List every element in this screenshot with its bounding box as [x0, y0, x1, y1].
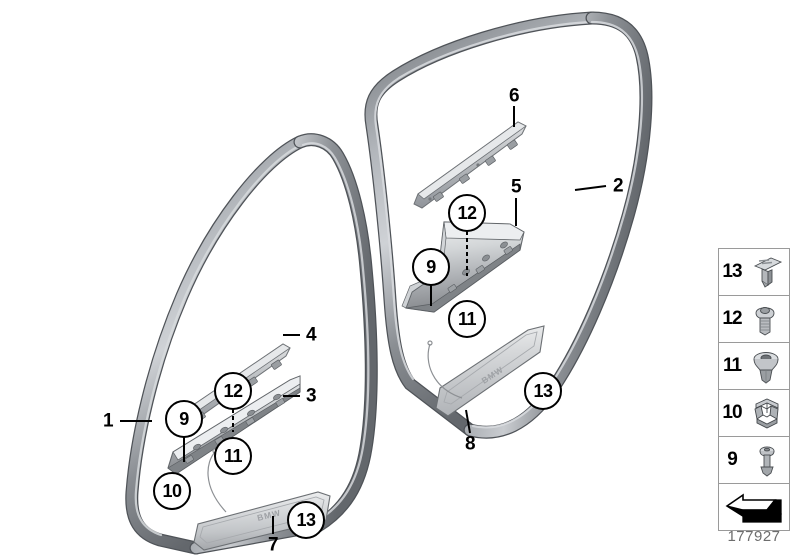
spring-clip-icon: [745, 390, 789, 436]
callout-10-front[interactable]: 10: [153, 472, 191, 510]
callout-4[interactable]: 4: [305, 324, 317, 346]
legend-number-11: 11: [722, 355, 742, 376]
expansion-nut-icon: [745, 343, 789, 389]
diagram-id-number: 177927: [727, 528, 781, 545]
callout-1[interactable]: 1: [102, 410, 114, 432]
pan-head-screw-icon: [745, 296, 789, 342]
leader-line-11-front: [207, 451, 227, 513]
legend-row-10[interactable]: 10: [719, 390, 789, 437]
leader-lines: [120, 106, 607, 534]
callout-8[interactable]: 8: [464, 433, 476, 455]
rear-sill-strip: [413, 121, 527, 209]
legend-row-12[interactable]: 12: [719, 296, 789, 343]
legend-number-13: 13: [722, 261, 742, 282]
callout-3[interactable]: 3: [305, 385, 317, 407]
callout-2[interactable]: 2: [612, 175, 624, 197]
callout-6[interactable]: 6: [508, 85, 520, 107]
flat-head-clip-icon: [745, 249, 789, 295]
front-door-seal: [125, 133, 378, 555]
legend-row-13[interactable]: 13: [719, 249, 789, 296]
legend-row-9[interactable]: 9: [719, 437, 789, 484]
callout-5[interactable]: 5: [510, 176, 522, 198]
rear-door-seal: [364, 11, 653, 439]
leader-line-11-rear: [427, 343, 463, 399]
callout-12-front[interactable]: 12: [214, 372, 252, 410]
direction-arrow-icon: [719, 484, 789, 530]
legend-number-10: 10: [722, 402, 742, 423]
callout-7[interactable]: 7: [267, 534, 279, 556]
push-rivet-icon: [745, 437, 789, 483]
legend-number-9: 9: [727, 449, 738, 470]
callout-11-front[interactable]: 11: [214, 437, 252, 475]
legend-number-12: 12: [722, 308, 742, 329]
callout-12-rear[interactable]: 12: [448, 194, 486, 232]
callout-9-front[interactable]: 9: [165, 400, 203, 438]
callout-9-rear[interactable]: 9: [412, 248, 450, 286]
legend-row-11[interactable]: 11: [719, 343, 789, 390]
rear-sill-plate: BMW: [435, 325, 545, 417]
leader-dot-11-rear: [427, 340, 433, 346]
callout-13-front[interactable]: 13: [287, 501, 325, 539]
callout-11-rear[interactable]: 11: [448, 300, 486, 338]
legend-row-direction-arrow: [719, 484, 789, 530]
callout-13-rear[interactable]: 13: [524, 372, 562, 410]
fastener-legend-panel: 13 12: [718, 248, 790, 531]
